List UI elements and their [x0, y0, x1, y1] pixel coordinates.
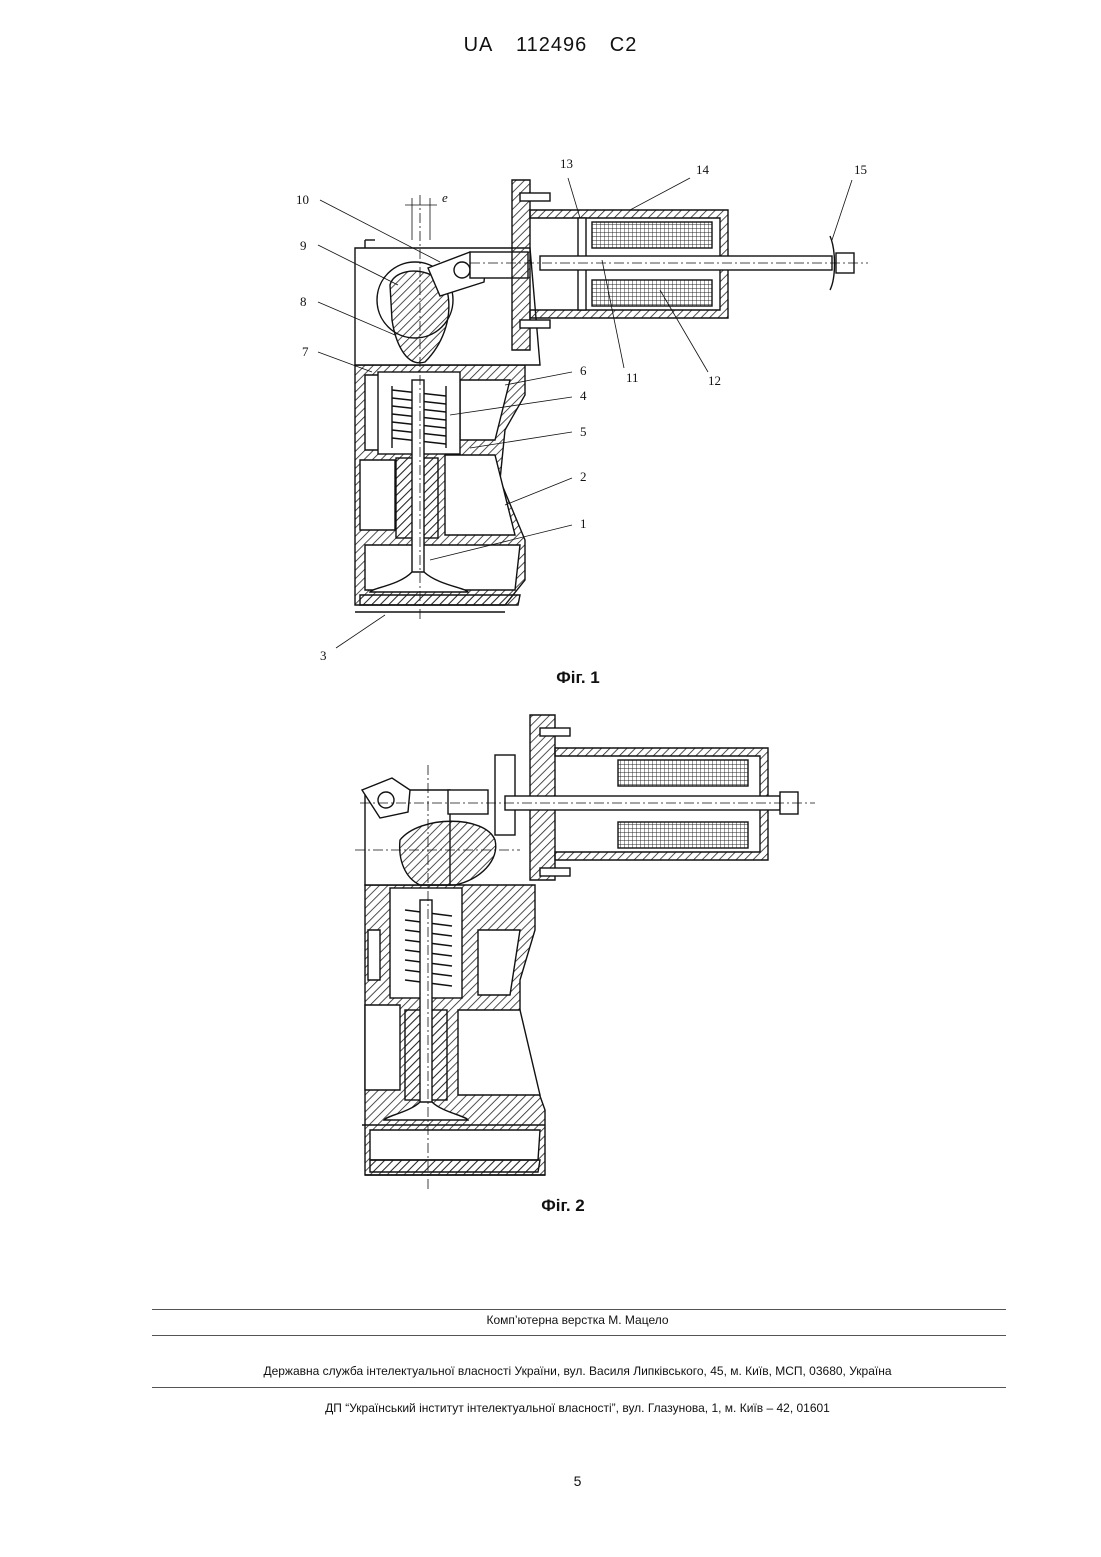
fig2-cavity-right-lower — [458, 1010, 540, 1095]
label-10: 10 — [296, 192, 309, 207]
label-4: 4 — [580, 388, 587, 403]
cavity-right-lower — [445, 455, 515, 535]
label-9: 9 — [300, 238, 307, 253]
fig2-valve-seat — [370, 1160, 540, 1172]
footer-agency: Державна служба інтелектуальної власност… — [0, 1364, 1101, 1378]
fig2-cavity-left-lower — [365, 1005, 400, 1090]
figure-2-drawing — [355, 715, 815, 1190]
figure-2-caption: Фіг. 2 — [463, 1196, 663, 1216]
figure-1-drawing — [318, 178, 868, 648]
fig2-valve-stem — [420, 900, 432, 1110]
valve-stem — [412, 380, 424, 580]
valve-seat — [360, 595, 520, 605]
fig2-camshaft-cam — [400, 821, 496, 885]
fig2-armature-plate — [495, 755, 515, 835]
footer-divider-3 — [152, 1387, 1006, 1388]
footer-divider-2 — [152, 1335, 1006, 1336]
label-6: 6 — [580, 363, 587, 378]
figure-1-caption: Фіг. 1 — [478, 668, 678, 688]
label-14: 14 — [696, 162, 710, 177]
coil-lower — [592, 280, 712, 306]
label-2: 2 — [580, 469, 587, 484]
fig2-port-chamber — [370, 1130, 540, 1160]
fig2-pushrod-block — [448, 790, 488, 814]
footer-institute: ДП “Український інститут інтелектуальної… — [0, 1401, 1101, 1415]
page-number: 5 — [0, 1473, 1101, 1489]
fig2-cavity-left — [368, 930, 380, 980]
label-1: 1 — [580, 516, 587, 531]
label-13: 13 — [560, 156, 573, 171]
label-8: 8 — [300, 294, 307, 309]
label-12: 12 — [708, 373, 721, 388]
coil-upper — [592, 222, 712, 248]
fig2-rocker-pin — [378, 792, 394, 808]
label-3: 3 — [320, 648, 327, 663]
label-7: 7 — [302, 344, 309, 359]
footer-divider-1 — [152, 1309, 1006, 1310]
rocker-pin — [454, 262, 470, 278]
label-e: e — [442, 190, 448, 205]
fig2-coil-lower — [618, 822, 748, 848]
label-15: 15 — [854, 162, 867, 177]
label-5: 5 — [580, 424, 587, 439]
cavity-left-lower — [360, 460, 395, 530]
footer-layout-credit: Комп’ютерна верстка М. Мацело — [0, 1313, 1101, 1327]
label-11: 11 — [626, 370, 639, 385]
fig2-coil-upper — [618, 760, 748, 786]
